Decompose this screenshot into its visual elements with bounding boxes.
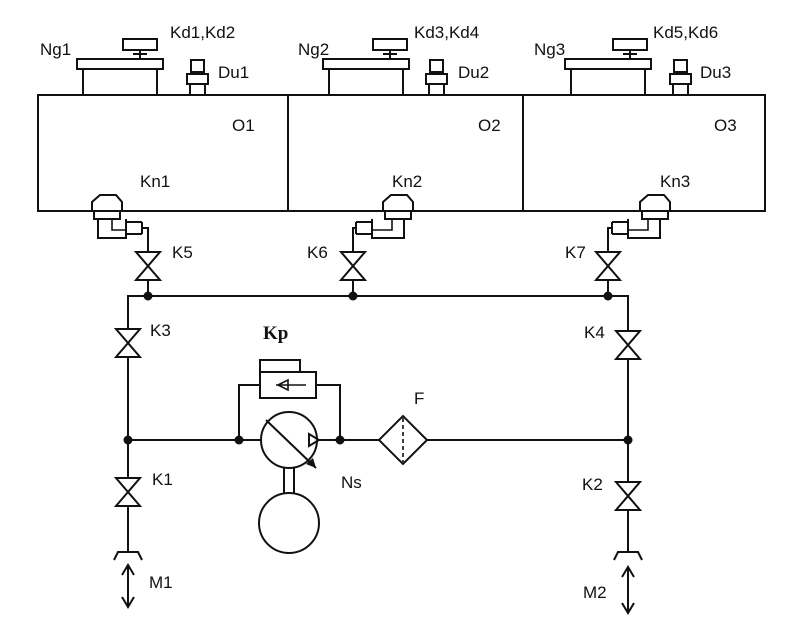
gauge-label-2: Du2 [458, 63, 489, 82]
valve-k4 [615, 330, 641, 360]
sensor-cap-3 [612, 38, 648, 59]
junction-dot [123, 435, 133, 445]
tank-2-fittings [322, 38, 448, 96]
valve-label-k4: K4 [584, 323, 605, 342]
valve-label-k3: K3 [150, 321, 171, 340]
port-label-m1: M1 [149, 573, 173, 592]
pump [258, 411, 321, 554]
outlet-label-1: Kn1 [140, 172, 170, 191]
neck-label-3: Ng3 [534, 40, 565, 59]
tank-block [37, 94, 766, 212]
valve-label-k2: K2 [582, 475, 603, 494]
relief-valve [259, 359, 317, 399]
outlet-fitting-1 [91, 194, 143, 239]
filler-neck-3 [564, 58, 652, 96]
outlet-fitting-2 [355, 194, 414, 239]
junction-dot [335, 435, 345, 445]
labels: Ng1 Kd1,Kd2 Du1 O1 Kn1 Ng2 Kd3,Kd4 Du2 O… [40, 23, 737, 602]
gauge-label-1: Du1 [218, 63, 249, 82]
tank-3-fittings [564, 38, 692, 96]
junction-dot [143, 291, 153, 301]
level-gauge-2 [425, 59, 448, 96]
sensor-label-1: Kd1,Kd2 [170, 23, 235, 42]
filler-neck-1 [76, 58, 164, 96]
filter [377, 414, 429, 466]
sensor-cap-2 [372, 38, 408, 59]
outlet-label-2: Kn2 [392, 172, 422, 191]
junctions [123, 291, 633, 445]
junction-dot [348, 291, 358, 301]
gauge-label-3: Du3 [700, 63, 731, 82]
tank-1-fittings [76, 38, 209, 96]
tank-label-3: O3 [714, 116, 737, 135]
valve-k6 [340, 251, 366, 281]
sensor-label-2: Kd3,Kd4 [414, 23, 479, 42]
outlet-label-3: Kn3 [660, 172, 690, 191]
valve-k5 [135, 251, 161, 281]
neck-label-2: Ng2 [298, 40, 329, 59]
level-gauge-1 [186, 59, 209, 96]
neck-label-1: Ng1 [40, 40, 71, 59]
filter-label: F [414, 389, 424, 408]
port-m1 [113, 551, 143, 609]
valve-label-k1: K1 [152, 470, 173, 489]
port-label-m2: M2 [583, 583, 607, 602]
tank-label-1: O1 [232, 116, 255, 135]
valve-k3 [115, 328, 141, 358]
tank-label-2: O2 [478, 116, 501, 135]
valve-k1 [115, 477, 141, 507]
valve-k2 [615, 481, 641, 511]
motor [258, 492, 320, 554]
level-gauge-3 [669, 59, 692, 96]
valve-label-k6: K6 [307, 243, 328, 262]
outlet-fitting-3 [611, 194, 671, 239]
junction-dot [623, 435, 633, 445]
port-m2 [613, 551, 643, 615]
pump-label: Ns [341, 473, 362, 492]
valve-label-k5: K5 [172, 243, 193, 262]
junction-dot [234, 435, 244, 445]
relief-valve-label: Kp [263, 323, 288, 344]
valve-k7 [595, 251, 621, 281]
junction-dot [603, 291, 613, 301]
sensor-cap-1 [122, 38, 158, 59]
filler-neck-2 [322, 58, 410, 96]
piping [127, 227, 629, 552]
sensor-label-3: Kd5,Kd6 [653, 23, 718, 42]
valve-label-k7: K7 [565, 243, 586, 262]
